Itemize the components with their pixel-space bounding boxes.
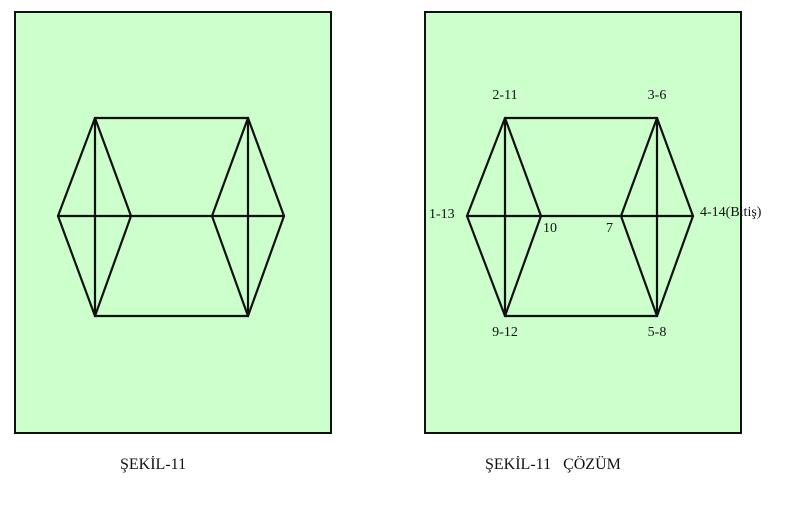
vertex-label-top-right: 3-6 bbox=[648, 88, 667, 103]
figure-left-edge-left-top-left bbox=[56, 116, 97, 218]
vertex-label-bottom-left: 9-12 bbox=[492, 325, 518, 340]
vertex-label-left: 1-13 bbox=[429, 207, 455, 222]
figure-right-edge-right-bottom-right bbox=[655, 214, 695, 318]
figure-left-graph bbox=[56, 116, 286, 318]
figure-right-edge-inner-right-top-right bbox=[619, 116, 659, 218]
figure-right-edge-inner-right-bottom-right bbox=[619, 214, 659, 318]
figure-left-panel bbox=[14, 11, 332, 434]
figure-right-edge-left-top-left bbox=[465, 116, 507, 218]
figure-left-edge-right-top-right bbox=[246, 116, 286, 218]
figure-left-edge-inner-left-top-left bbox=[93, 116, 133, 218]
figure-right-panel bbox=[424, 11, 742, 434]
figure-left-edge-inner-left-bottom-left bbox=[93, 214, 133, 318]
figure-left-edge-inner-right-top-right bbox=[210, 116, 250, 218]
figure-right-edge-inner-left-bottom-left bbox=[503, 214, 543, 318]
figure-right-edge-left-bottom-left bbox=[465, 214, 507, 318]
figure-left-edge-left-bottom-left bbox=[56, 214, 97, 318]
figure-left bbox=[14, 11, 332, 434]
figure-left-edge-inner-right-bottom-right bbox=[210, 214, 250, 318]
vertex-label-top-left: 2-11 bbox=[492, 88, 517, 103]
figure-left-caption: ŞEKİL-11 bbox=[120, 456, 187, 473]
vertex-label-inner-left: 10 bbox=[543, 221, 557, 236]
vertex-label-bottom-right: 5-8 bbox=[648, 325, 667, 340]
vertex-label-inner-right: 7 bbox=[606, 221, 613, 236]
figure-right-edge-inner-left-top-left bbox=[503, 116, 543, 218]
figure-right-vertex-labels: 2-11 3-6 1-13 4-14(Bitiş) 10 7 9-12 5-8 bbox=[429, 88, 762, 340]
figure-right-edge-right-top-right bbox=[655, 116, 695, 218]
figure-right-graph bbox=[465, 116, 695, 318]
figure-right: 2-11 3-6 1-13 4-14(Bitiş) 10 7 9-12 5-8 bbox=[424, 11, 762, 434]
figure-left-edge-right-bottom-right bbox=[246, 214, 286, 318]
figure-right-caption: ŞEKİL-11 ÇÖZÜM bbox=[485, 456, 621, 473]
vertex-label-right: 4-14(Bitiş) bbox=[700, 205, 762, 220]
